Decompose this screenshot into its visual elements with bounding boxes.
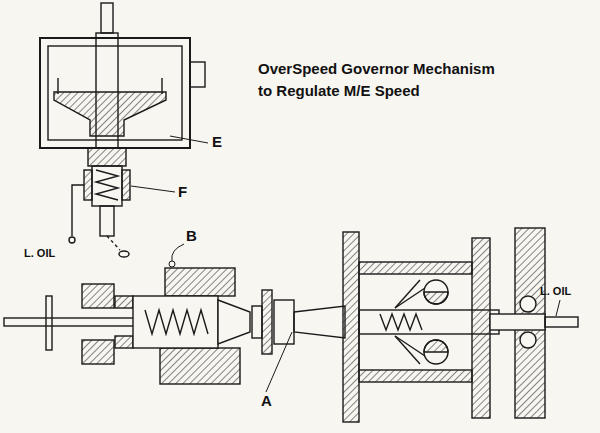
oil-label: L. OIL bbox=[24, 247, 55, 259]
leader-line-part bbox=[131, 186, 175, 192]
upper-governor-part bbox=[40, 38, 190, 148]
lower-assembly-part bbox=[82, 284, 114, 308]
lower-assembly-part bbox=[145, 310, 208, 334]
upper-governor-part bbox=[84, 170, 92, 200]
lower-assembly-part bbox=[359, 262, 472, 274]
lower-assembly-part bbox=[294, 306, 345, 338]
upper-governor-part bbox=[107, 236, 120, 250]
callout-letter: E bbox=[212, 134, 222, 150]
lower-assembly-part bbox=[472, 238, 490, 418]
oil-label: L. OIL bbox=[540, 285, 571, 297]
lower-assembly-part bbox=[115, 296, 133, 308]
lower-assembly-part bbox=[252, 306, 262, 338]
lower-assembly-part bbox=[133, 296, 218, 348]
lower-assembly-part bbox=[520, 296, 536, 312]
upper-governor-part bbox=[96, 170, 118, 200]
lower-assembly-part bbox=[520, 332, 536, 348]
upper-governor-part bbox=[48, 46, 182, 140]
lower-assembly-part bbox=[424, 292, 448, 304]
lower-assembly-part bbox=[82, 340, 114, 364]
leader-line-part bbox=[169, 261, 175, 267]
lower-assembly-part bbox=[424, 280, 448, 304]
lower-assembly-part bbox=[218, 300, 250, 344]
lower-assembly-part bbox=[424, 340, 448, 352]
diagram-title: OverSpeed Governor Mechanism to Regulate… bbox=[258, 58, 504, 102]
lower-assembly-part bbox=[545, 317, 578, 327]
upper-governor-part bbox=[92, 166, 122, 206]
leader-line-part bbox=[172, 244, 184, 261]
leader-line-part bbox=[556, 300, 560, 316]
leader-line-part bbox=[170, 136, 208, 143]
lower-assembly-part bbox=[395, 280, 420, 308]
callout-letter: B bbox=[186, 228, 197, 244]
lower-assembly-part bbox=[165, 268, 235, 296]
callout-letter: A bbox=[261, 393, 272, 409]
lower-assembly-part bbox=[343, 232, 359, 422]
lower-assembly-part bbox=[46, 296, 52, 350]
upper-governor-part bbox=[101, 3, 113, 33]
callout-letter: F bbox=[178, 184, 187, 200]
lower-assembly-part bbox=[274, 300, 294, 344]
lower-assembly-part bbox=[424, 340, 448, 364]
lower-assembly-part bbox=[262, 290, 272, 354]
upper-governor-part bbox=[100, 206, 114, 236]
lower-assembly bbox=[4, 228, 578, 422]
lower-assembly-part bbox=[490, 314, 545, 330]
upper-governor-part bbox=[69, 237, 75, 243]
lower-assembly-part bbox=[115, 336, 133, 348]
upper-governor-part bbox=[122, 170, 130, 200]
upper-governor bbox=[40, 3, 205, 257]
lower-assembly-part bbox=[359, 370, 472, 382]
upper-governor-part bbox=[72, 185, 84, 236]
upper-governor-part bbox=[54, 92, 166, 136]
upper-governor-part bbox=[119, 251, 129, 257]
upper-governor-part bbox=[88, 148, 126, 166]
upper-governor-part bbox=[190, 62, 205, 87]
lower-assembly-part bbox=[380, 314, 422, 330]
lower-assembly-part bbox=[395, 336, 420, 364]
lower-assembly-part bbox=[160, 348, 240, 384]
